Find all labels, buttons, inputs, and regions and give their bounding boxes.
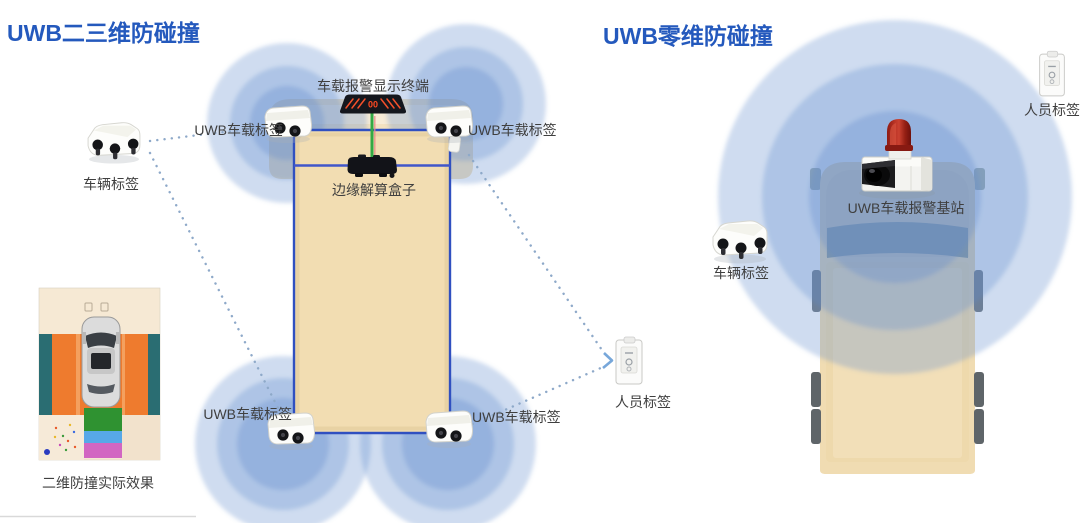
svg-text:车辆标签: 车辆标签	[83, 176, 139, 192]
svg-text:UWB零维防碰撞: UWB零维防碰撞	[603, 23, 773, 49]
svg-text:UWB车载标签: UWB车载标签	[468, 122, 557, 138]
svg-text:人员标签: 人员标签	[615, 394, 671, 410]
svg-text:UWB二三维防碰撞: UWB二三维防碰撞	[7, 20, 200, 46]
svg-text:UWB车载报警基站: UWB车载报警基站	[848, 200, 965, 216]
svg-text:边缘解算盒子: 边缘解算盒子	[332, 182, 416, 198]
svg-text:车辆标签: 车辆标签	[713, 265, 769, 281]
svg-text:00: 00	[368, 100, 378, 110]
svg-text:UWB车载标签: UWB车载标签	[194, 122, 283, 138]
svg-text:UWB车载标签: UWB车载标签	[472, 409, 561, 425]
svg-text:UWB车载标签: UWB车载标签	[203, 406, 292, 422]
svg-text:车载报警显示终端: 车载报警显示终端	[317, 78, 429, 94]
svg-text:人员标签: 人员标签	[1024, 102, 1080, 118]
svg-text:二维防撞实际效果: 二维防撞实际效果	[42, 475, 154, 491]
